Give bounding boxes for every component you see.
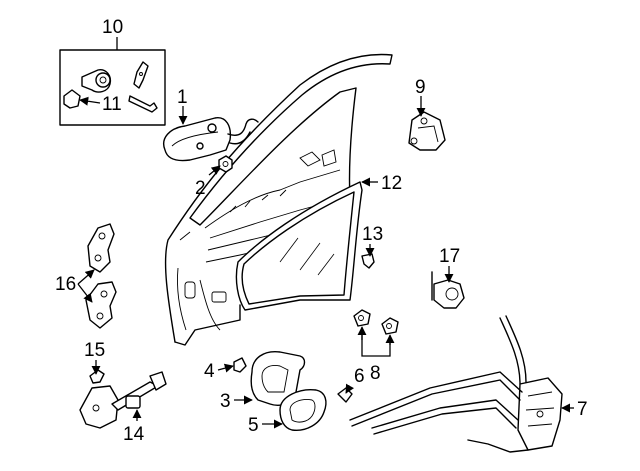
callout-14: 14 bbox=[123, 424, 145, 445]
nut-2 bbox=[218, 155, 233, 173]
actuator-17 bbox=[431, 271, 465, 309]
door-shell bbox=[164, 53, 393, 346]
outside-handle-1 bbox=[163, 117, 259, 162]
callout-16: 16 bbox=[55, 274, 76, 295]
screw-4 bbox=[233, 357, 247, 373]
door-lock-7 bbox=[349, 315, 563, 453]
callout-7: 7 bbox=[577, 399, 588, 420]
leader-lines bbox=[77, 37, 574, 429]
callout-6: 6 bbox=[354, 366, 365, 387]
callout-4: 4 bbox=[204, 361, 215, 382]
striker-9 bbox=[408, 111, 446, 151]
callout-labels: 1 2 3 4 5 6 7 8 9 10 11 12 13 14 15 16 1… bbox=[55, 17, 588, 445]
handle-bezel-5 bbox=[279, 389, 327, 431]
clip-6 bbox=[337, 387, 353, 403]
door-glass-12 bbox=[235, 181, 363, 311]
callout-2: 2 bbox=[195, 178, 206, 199]
clip-13 bbox=[361, 253, 375, 269]
callout-10: 10 bbox=[102, 17, 123, 38]
callout-9: 9 bbox=[415, 77, 426, 98]
clips-8 bbox=[353, 309, 399, 335]
callout-3: 3 bbox=[220, 391, 231, 412]
callout-15: 15 bbox=[84, 340, 105, 361]
door-check-14 bbox=[79, 371, 167, 429]
callout-1: 1 bbox=[177, 87, 188, 108]
bolt-15 bbox=[89, 369, 105, 384]
lock-cylinder-box-10 bbox=[59, 49, 166, 126]
callout-17: 17 bbox=[439, 246, 460, 267]
callout-12: 12 bbox=[381, 173, 402, 194]
inside-handle-3 bbox=[250, 351, 306, 406]
callout-13: 13 bbox=[362, 224, 383, 245]
callout-5: 5 bbox=[248, 415, 259, 436]
hinge-16 bbox=[85, 223, 117, 329]
callout-11: 11 bbox=[102, 94, 122, 115]
callout-8: 8 bbox=[370, 363, 381, 384]
